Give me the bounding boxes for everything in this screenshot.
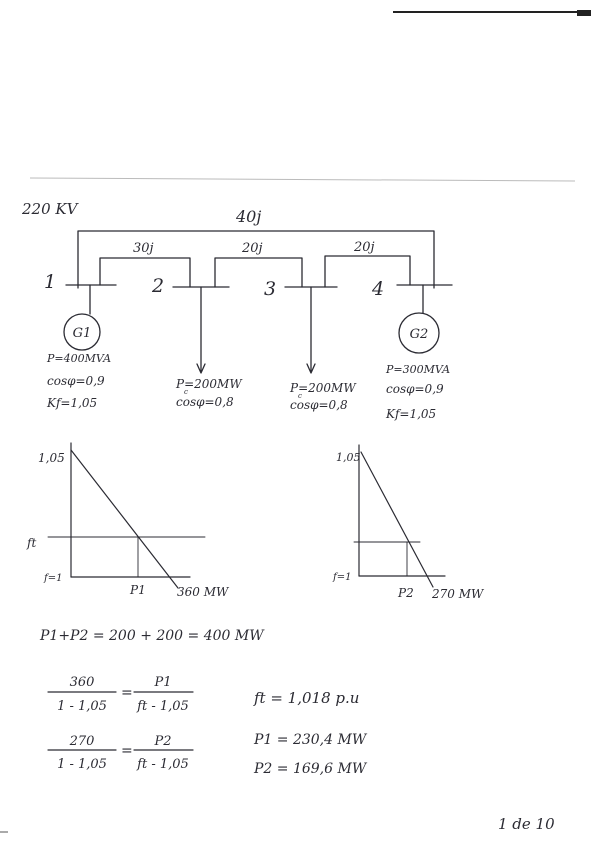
eq2-right-den: ft - 1,05 <box>136 757 189 772</box>
section-divider <box>29 177 576 182</box>
line-label-12: 30j <box>133 241 154 256</box>
bus-label-4: 4 <box>371 278 384 300</box>
result-p1: P1 = 230,4 MW <box>253 732 368 748</box>
line-label-23: 20j <box>241 241 263 256</box>
g1-power: P=400MVA <box>46 352 111 365</box>
eq1-left-den: 1 - 1,05 <box>57 699 107 714</box>
eq1-right-num: P1 <box>153 675 171 690</box>
left-x-end: 360 MW <box>177 585 230 599</box>
g1-cosphi: cosφ=0,9 <box>47 374 105 388</box>
page-number: 1 de 10 <box>498 815 555 833</box>
voltage-label: 220 KV <box>21 200 80 218</box>
droop-graph-left <box>47 442 206 589</box>
load2-cosphi: cosφ=0,8 <box>176 395 234 409</box>
load2-subscript: c <box>184 388 188 396</box>
eq2-left-num: 270 <box>69 734 95 749</box>
eq2-equals: = <box>121 743 133 759</box>
bus-label-2: 2 <box>151 275 164 297</box>
right-x-end: 270 MW <box>431 587 485 601</box>
right-x-p2: P2 <box>397 586 414 600</box>
g2-kf: Kf=1,05 <box>385 407 436 421</box>
eq1-equals: = <box>121 685 133 701</box>
eq2-right-num: P2 <box>153 734 171 749</box>
droop-graph-right <box>353 444 446 588</box>
result-ft: ft = 1,018 p.u <box>253 689 359 707</box>
network-diagram <box>63 230 453 374</box>
equation-1: 360 1 - 1,05 = P1 ft - 1,05 <box>47 675 194 714</box>
line-label-top: 40j <box>235 207 261 226</box>
generator-g1-label: G1 <box>73 326 92 341</box>
g2-cosphi: cosφ=0,9 <box>386 382 444 396</box>
bus-label-3: 3 <box>264 278 276 300</box>
left-y-ft: ft <box>26 536 36 550</box>
left-y-top: 1,05 <box>38 451 65 465</box>
load3-subscript: c <box>298 392 302 400</box>
load2-power: P=200MW <box>175 377 243 391</box>
power-sum: P1+P2 = 200 + 200 = 400 MW <box>39 628 265 644</box>
right-y-low: f=1 <box>332 572 351 583</box>
left-x-p1: P1 <box>129 583 146 597</box>
g2-power: P=300MVA <box>385 363 450 376</box>
left-y-low: f=1 <box>43 573 62 584</box>
generator-g2-label: G2 <box>410 327 429 342</box>
load3-power: P=200MW <box>289 381 357 395</box>
header-rule <box>393 10 591 16</box>
line-label-34: 20j <box>353 240 375 255</box>
g1-kf: Kf=1,05 <box>46 396 97 410</box>
eq1-right-den: ft - 1,05 <box>136 699 189 714</box>
load3-cosphi: cosφ=0,8 <box>290 398 348 412</box>
right-y-top: 1,05 <box>336 451 361 464</box>
eq1-left-num: 360 <box>70 675 95 690</box>
result-p2: P2 = 169,6 MW <box>253 761 368 777</box>
eq2-left-den: 1 - 1,05 <box>57 757 107 772</box>
bus-label-1: 1 <box>44 271 56 293</box>
equation-2: 270 1 - 1,05 = P2 ft - 1,05 <box>47 734 194 772</box>
